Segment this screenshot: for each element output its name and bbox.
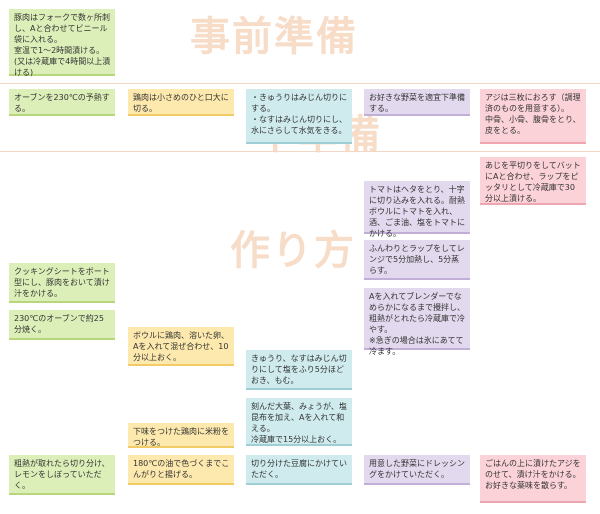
step-card: ・きゅうりはみじん切りにする。 ・なすはみじん切りにし、水にさらして水気をきる。	[246, 89, 352, 144]
step-card: きゅうり、なすはみじん切りにして塩をふり5分ほどおき、もむ。	[246, 350, 352, 390]
step-card: ふんわりとラップをしてレンジで5分加熱し、5分蒸らす。	[364, 240, 470, 280]
step-card: 切り分けた豆腐にかけていただく。	[246, 455, 352, 485]
step-card: 鶏肉は小さめのひと口大に切る。	[128, 89, 234, 116]
step-card: ごはんの上に漬けたアジをのせて、漬け汁をかける。お好きな薬味を散らす。	[480, 455, 586, 503]
step-card: 用意した野菜にドレッシングをかけていただく。	[364, 455, 470, 485]
step-card: 230℃のオーブンで約25分焼く。	[9, 310, 115, 340]
step-card: オーブンを230℃の予熱する。	[9, 89, 115, 116]
step-card: トマトはヘタをとり、十字に切り込みを入れる。耐熱ボウルにトマトを入れ、酒、ごま油…	[364, 181, 470, 238]
step-card: 180℃の油で色づくまでこんがりと揚げる。	[128, 455, 234, 485]
step-card: 粗熱が取れたら切り分け、レモンをしぼっていただく。	[9, 455, 115, 495]
section-divider	[0, 83, 600, 84]
step-card: ボウルに鶏肉、溶いた卵、Aを入れて混ぜ合わせ、10分以上おく。	[128, 327, 234, 366]
section-title-prep: 事前準備	[190, 14, 358, 60]
step-card: 刻んだ大葉、みょうが、塩昆布を加え、Aを入れて和える。 冷蔵庫で15分以上おく。	[246, 398, 352, 446]
step-card: あじを平切りをしてバットにAと合わせ、ラップをピッタリとして冷蔵庫で30分以上漬…	[480, 157, 586, 205]
section-divider	[0, 151, 600, 152]
step-card: 豚肉はフォークで数ヶ所刺し、Aと合わせてビニール袋に入れる。 室温で1～2時間漬…	[9, 9, 115, 77]
step-card: アジは三枚におろす（調理済のものを用意する）。 中骨、小骨、腹骨をとり、皮をとる…	[480, 89, 586, 144]
step-card: 下味をつけた鶏肉に米粉をつける。	[128, 423, 234, 448]
section-title-tsukuri: 作り方	[230, 228, 356, 274]
step-card: Aを入れてブレンダーでなめらかになるまで攪拌し、粗熱がとれたら冷蔵庫で冷やす。 …	[364, 288, 470, 356]
step-card: クッキングシートをボート型にし、豚肉をおいて漬け汁をかける。	[9, 263, 115, 303]
step-card: お好きな野菜を適宜下準備する。	[364, 89, 470, 116]
